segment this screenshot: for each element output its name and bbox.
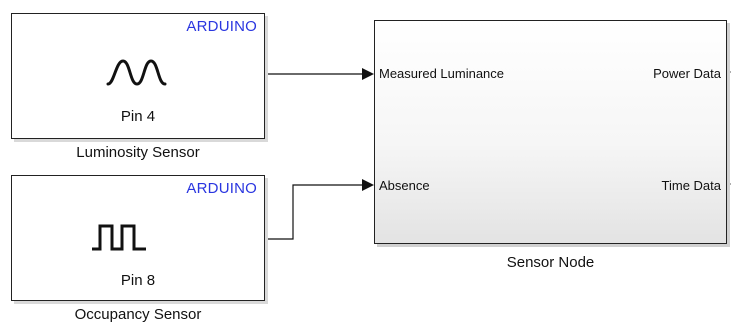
input-port-absence[interactable]: Absence [379,178,430,193]
output-port-power-data[interactable]: Power Data [653,66,721,81]
occupancy-sensor-block[interactable]: ARDUINO Pin 8 [11,175,265,301]
arrowhead-absence [362,179,374,191]
luminosity-sensor-block[interactable]: ARDUINO Pin 4 [11,13,265,139]
arduino-label: ARDUINO [186,180,257,197]
sensor-node-caption: Sensor Node [506,254,595,271]
output-port-time-data[interactable]: Time Data [661,178,721,193]
pin-label: Pin 4 [120,108,156,125]
arrowhead-luminance [362,68,374,80]
sensor-node-block[interactable]: Measured Luminance Absence Power Data Ti… [374,20,727,244]
pin-label: Pin 8 [120,272,156,289]
luminosity-sensor-caption: Luminosity Sensor [76,144,200,161]
signal-line-absence [263,184,362,240]
output-port-power-icon [725,67,731,77]
square-wave-icon [92,224,146,251]
sine-wave-icon [106,59,167,86]
input-port-measured-luminance[interactable]: Measured Luminance [379,66,505,81]
output-port-time-icon [725,179,731,189]
arduino-label: ARDUINO [186,18,257,35]
occupancy-sensor-caption: Occupancy Sensor [74,306,202,323]
